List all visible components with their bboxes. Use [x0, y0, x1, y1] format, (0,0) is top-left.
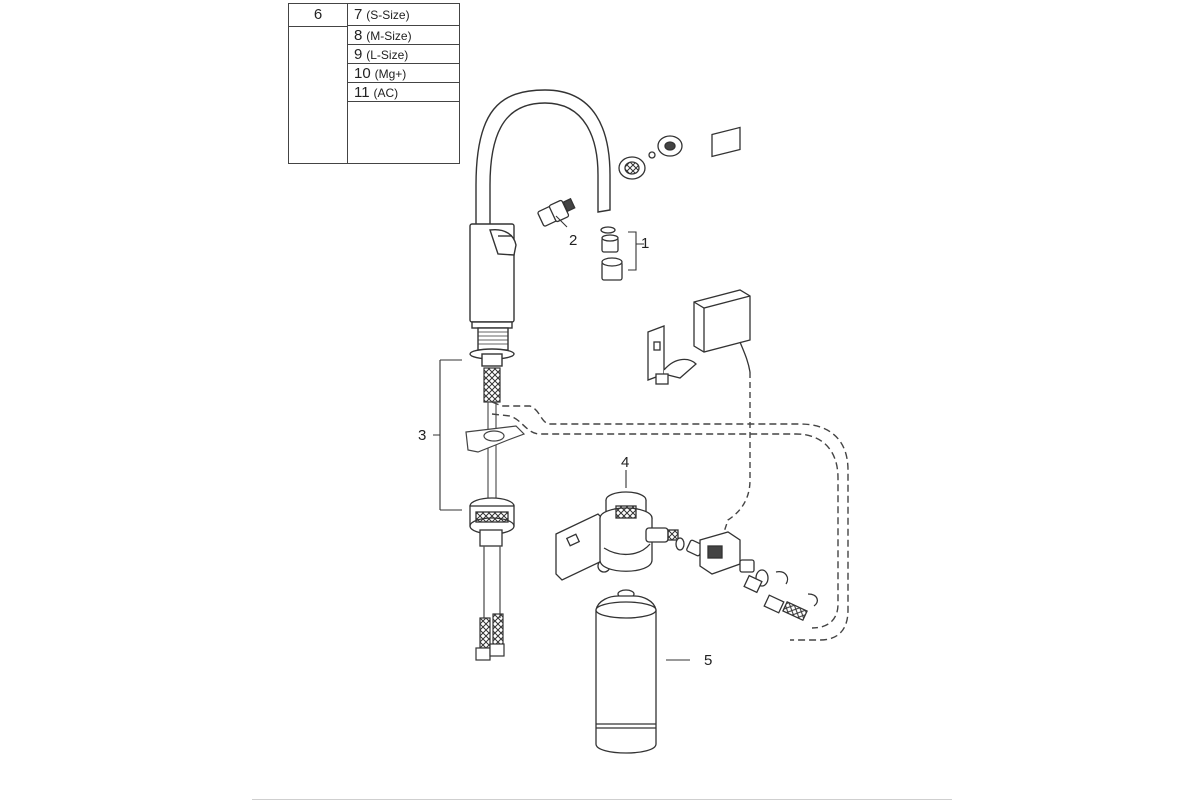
- legend-row-8: 8 (M-Size): [348, 26, 460, 45]
- legend-row-number: 11: [354, 84, 370, 101]
- spray-head-parts: [618, 135, 683, 180]
- legend-row-number: 10: [354, 65, 371, 82]
- aerator-parts: [600, 226, 623, 281]
- legend-row-size: (S-Size): [366, 8, 410, 22]
- callout-leaders: [433, 215, 690, 661]
- callout-3: 3: [418, 427, 427, 444]
- legend-row-7: 7 (S-Size): [348, 4, 460, 26]
- legend-row-number: 7: [354, 6, 363, 23]
- routing-lines: [491, 372, 849, 641]
- callout-4: 4: [621, 454, 630, 471]
- legend-row-size: (Mg+): [374, 67, 407, 81]
- legend-row-9: 9 (L-Size): [348, 45, 460, 64]
- filter-cartridge: [595, 589, 657, 754]
- legend-row-number: 8: [354, 27, 363, 44]
- size-legend-table: 6 7 (S-Size) 8 (M-Size) 9 (L-Size) 10 (M…: [288, 3, 460, 164]
- callout-1: 1: [641, 235, 650, 252]
- legend-item-6-label: 6: [289, 4, 347, 27]
- faucet: [469, 89, 611, 367]
- legend-right-column: 7 (S-Size) 8 (M-Size) 9 (L-Size) 10 (Mg+…: [348, 4, 460, 163]
- display-unit: [693, 126, 751, 373]
- legend-row-size: (L-Size): [366, 48, 409, 62]
- legend-row-10: 10 (Mg+): [348, 64, 460, 83]
- legend-row-size: (M-Size): [366, 29, 412, 43]
- mounting-bracket: [465, 425, 526, 453]
- legend-left-column: 6: [289, 4, 348, 163]
- legend-row-11: 11 (AC): [348, 83, 460, 102]
- legend-row-size: (AC): [373, 86, 399, 100]
- mounting-nut: [469, 497, 515, 618]
- cartridge-part: [537, 197, 576, 227]
- supply-hoses: [475, 613, 505, 661]
- filter-head: [555, 491, 679, 581]
- flow-meter-fittings: [675, 531, 819, 622]
- legend-row-number: 9: [354, 46, 363, 63]
- callout-5: 5: [704, 652, 713, 669]
- callout-2: 2: [569, 232, 578, 249]
- wall-bracket: [647, 325, 697, 385]
